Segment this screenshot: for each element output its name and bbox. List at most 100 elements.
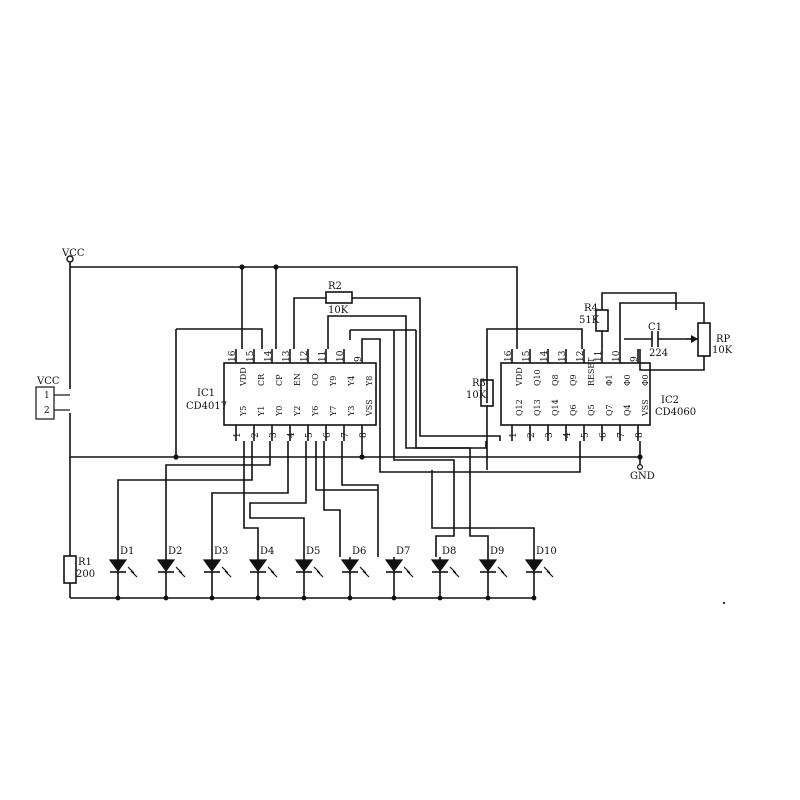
ic1-top-pin-number: 12 [300,351,310,362]
r1-value: 200 [76,569,95,580]
ic1-bottom-pin-number: 4 [287,432,297,438]
ic2-bottom-pin-number: 2 [527,432,537,438]
led-d3: D3 [202,546,232,601]
led-label: D5 [306,546,320,557]
ic1-top-pin-name: Y9 [329,376,338,387]
connector-pin2: 2 [44,406,50,416]
led-label: D8 [442,546,456,557]
resistor-r1: R1 200 [63,555,95,584]
ic1-bottom-pin-number: 8 [359,432,369,438]
led-label: D3 [214,546,228,557]
ic1-bottom-pin-number: 1 [233,432,243,438]
capacitor-c1: C1 224 [619,302,686,359]
r4-name: R4 [584,303,598,314]
ic2-bottom-pin-number: 3 [545,432,555,438]
light-arrow [406,570,414,578]
r1-name: R1 [78,557,92,568]
ic1-part: CD4017 [186,401,227,412]
ic2-part: CD4060 [655,407,696,418]
led-label: D4 [260,546,274,557]
light-arrow [270,570,278,578]
ic2-bottom-pin-name: Q12 [515,399,524,416]
resistor-r3: R3 10K [466,328,583,470]
ic2-top-pin-number: 11 [594,351,604,362]
ic2-top-pin-name: Q9 [569,374,578,386]
c1-name: C1 [648,322,662,333]
led-d1: D1 [108,546,138,601]
ic1-top-pin-number: 14 [264,350,274,362]
ic2-top-pin-name: VDD [515,367,524,387]
ic1-bottom-pin-name: Y2 [293,406,302,417]
ic2-bottom-pin-name: Q6 [569,404,578,416]
ic2-bottom-pin-number: 1 [509,432,519,438]
led-d4: D4 [248,546,278,601]
ic1-top-pin-number: 10 [336,350,346,362]
light-arrow [497,566,505,574]
ic2-bottom-pin-name: Q5 [587,404,596,416]
stray-mark [722,601,726,605]
led-d8: D8 [430,546,460,601]
light-arrow [359,566,367,574]
ic1-bottom-pin-number: 7 [341,432,351,438]
ic2-top-pin-number: 10 [612,350,622,362]
led-drive-wires [117,329,535,557]
resistor-r2: R2 10K [293,281,501,441]
rp-value: 10K [712,345,733,356]
led-label: D6 [352,546,366,557]
ic2-bottom-pin-number: 8 [635,432,645,438]
resistor-r4: R4 51K [579,292,677,349]
ic2-top-pin-number: 16 [504,350,514,362]
ic2-bottom-pin-name: Q4 [623,404,632,416]
r2-value: 10K [328,305,349,316]
ic1-bottom-pin-number: 6 [323,432,333,438]
ic2-top-pin-name: Φ1 [605,374,614,386]
ic1-bottom-pin-name: Y5 [239,406,248,417]
ic1-bottom-pin-name: Y6 [311,406,320,417]
ic2-bottom-pin-number: 7 [617,432,627,438]
ic1-bottom-pin-number: 2 [251,432,261,438]
ic1-name: IC1 [197,388,215,399]
ic2-top-pin-name: Φ0 [641,374,650,386]
ic1-top-pin-number: 9 [354,356,364,362]
light-arrow [130,570,138,578]
led-d10: D10 [524,546,557,601]
power-connector: VCC 1 2 [35,376,70,420]
light-arrow [221,566,229,574]
ic1-bottom-pin-name: Y3 [347,406,356,417]
ic1-bottom-pin-name: Y0 [275,406,284,417]
rp-name: RP [716,334,731,345]
ic2-bottom-pin-number: 5 [581,432,591,438]
led-label: D2 [168,546,182,557]
light-arrow [267,566,275,574]
ic2-top-pin-number: 15 [522,350,532,362]
ic1-top-pin-number: 13 [282,350,292,362]
light-arrow [452,570,460,578]
led-label: D7 [396,546,410,557]
light-arrow [500,570,508,578]
r2-name: R2 [328,281,342,292]
light-arrow [178,570,186,578]
light-arrow [313,566,321,574]
r3-name: R3 [472,378,486,389]
led-d6: D6 [340,546,370,601]
led-d2: D2 [156,546,186,601]
ic2-top-pin-name: Φ0 [623,374,632,386]
led-d7: D7 [384,546,414,601]
ic2-bottom-pin-name: Q13 [533,399,542,416]
light-arrow [175,566,183,574]
light-arrow [362,570,370,578]
ic1-top-pin-name: CO [311,373,320,386]
ic1-bottom-pin-number: 3 [269,432,279,438]
ic2-top-pin-number: 9 [630,356,640,362]
ic1-top-pin-number: 16 [228,350,238,362]
ic2-bottom-pin-name: Q14 [551,399,560,416]
ic2-top-pin-number: 12 [576,351,586,362]
light-arrow [403,566,411,574]
led-label: D1 [120,546,134,557]
vcc-label: VCC [61,248,85,259]
connector-label: VCC [36,376,60,387]
led-bus [69,457,534,599]
ic2-bottom-pin-number: 6 [599,432,609,438]
